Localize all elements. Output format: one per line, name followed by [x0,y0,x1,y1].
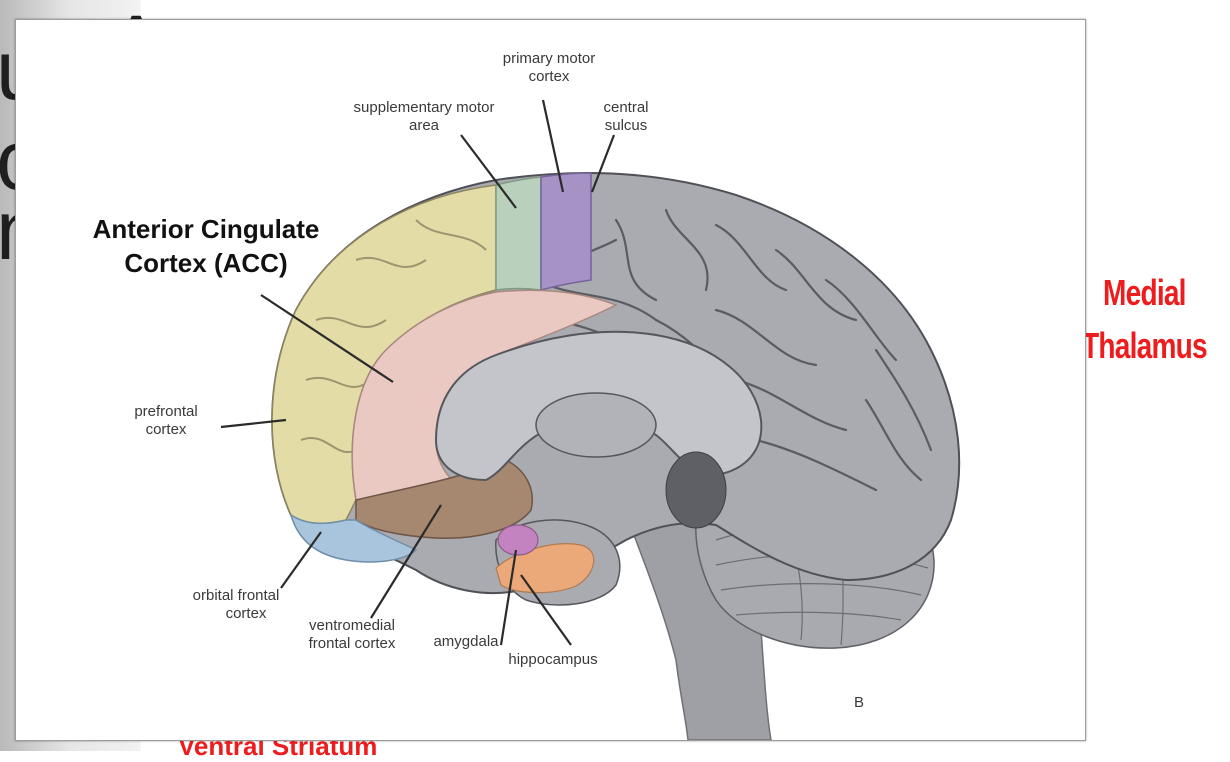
orbital-frontal-label-line1: orbital frontal [193,587,280,604]
prefrontal-label-line2: cortex [146,421,187,438]
medial-label: Medial [1103,272,1186,314]
acc-label-line2: Cortex (ACC) [124,248,287,278]
amygdala-region [498,525,538,555]
primary-motor-label-line2: cortex [529,68,570,85]
ventromedial-label-line2: frontal cortex [309,635,396,652]
amygdala-label: amygdala [433,633,499,650]
acc-label-line1: Anterior Cingulate [93,214,320,244]
thalamus-region [536,393,656,457]
primary-motor-region [541,173,591,290]
prefrontal-label-line1: prefrontal [134,403,197,420]
midbrain-dark [666,452,726,528]
hippocampus-label: hippocampus [508,651,597,668]
ventromedial-label-line1: ventromedial [309,617,395,634]
orbital-frontal-label-line2: cortex [226,605,267,622]
brain-diagram: primary motor cortex supplementary motor… [16,20,1085,740]
primary-motor-label-line1: primary motor [503,50,596,67]
panel-letter: B [854,694,864,711]
supplementary-motor-region [496,177,541,290]
brain-figure: primary motor cortex supplementary motor… [15,19,1086,741]
supplementary-motor-label-line1: supplementary motor [354,99,495,116]
central-sulcus-label-line1: central [603,99,648,116]
central-sulcus-label-line2: sulcus [605,117,648,134]
supplementary-motor-label-line2: area [409,117,440,134]
thalamus-label: Thalamus [1082,325,1207,367]
